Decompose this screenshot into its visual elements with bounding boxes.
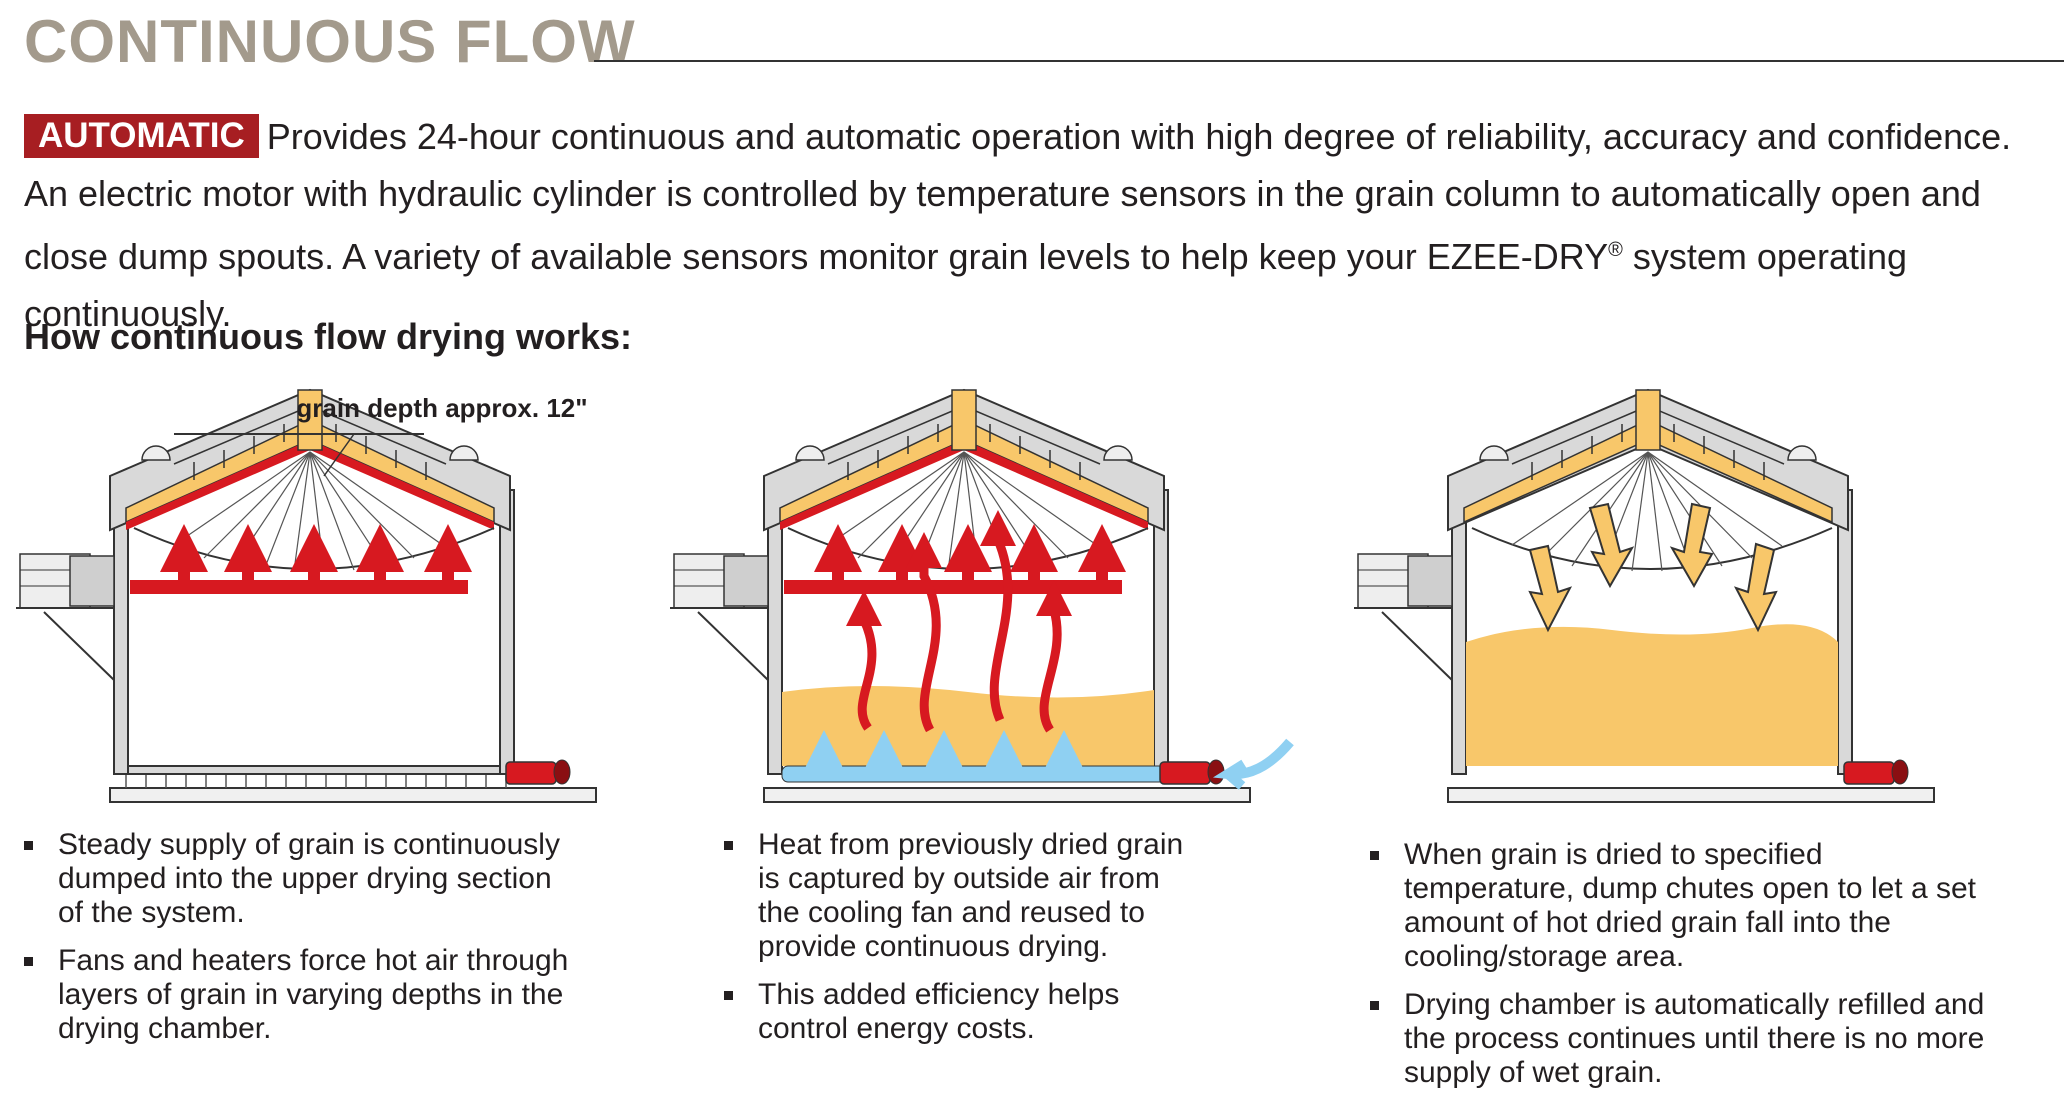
right-wall (1153, 489, 1169, 775)
bullet-icon (24, 957, 33, 966)
intro-line-3: close dump spouts. A variety of availabl… (24, 236, 1609, 277)
roof-vent-right (1787, 445, 1817, 461)
heater-fan (1354, 553, 1453, 681)
bullet-icon (24, 841, 33, 850)
bullet-item: Drying chamber is automatically refilled… (1370, 988, 1990, 1090)
rising-heat-arrows (846, 510, 1072, 733)
bullet-item: This added efficiency helps control ener… (724, 978, 1194, 1046)
automatic-badge: AUTOMATIC (24, 114, 259, 158)
intro-line-2: An electric motor with hydraulic cylinde… (24, 173, 1981, 214)
title-row: CONTINUOUS FLOW (24, 10, 2064, 74)
heater-fan (16, 553, 115, 681)
base-slab (763, 787, 1251, 803)
roof-vent-right (1103, 445, 1133, 461)
base-slab (109, 787, 597, 803)
grain-depth-annotation: grain depth approx. 12" (296, 393, 587, 423)
cool-air-up-arrows (804, 730, 1084, 772)
right-wall (1837, 489, 1853, 775)
center-spout (1635, 389, 1661, 451)
cool-air-plenum (781, 765, 1177, 783)
floor-grate (125, 774, 507, 788)
heater-fan (670, 553, 769, 681)
left-wall (113, 489, 129, 775)
roof-vent-left (1479, 445, 1509, 461)
annotation-leader (323, 433, 355, 477)
spreader-cone (1471, 527, 1833, 570)
center-spout (297, 389, 323, 451)
heat-up-arrows (814, 524, 1126, 584)
page-title: CONTINUOUS FLOW (24, 8, 636, 75)
stored-grain (782, 686, 1154, 766)
intro-line-3-end: system operating continuously. (24, 236, 1908, 334)
bullet-item: Steady supply of grain is continuously d… (24, 828, 584, 930)
bullet-icon (1370, 851, 1379, 860)
bullet-icon (724, 991, 733, 1000)
diagram-step-3 (1352, 380, 1952, 810)
floor (127, 765, 501, 775)
bin-diagram-1: grain depth approx. 12" (16, 388, 597, 803)
roof-vent-right (449, 445, 479, 461)
bullet-icon (724, 841, 733, 850)
diagram-step-2 (668, 380, 1308, 810)
cooling-fan (1843, 759, 1909, 785)
diagram-step-1: grain depth approx. 12" (14, 380, 604, 810)
incoming-air-arrow (1212, 738, 1294, 790)
step-1-bullets: Steady supply of grain is continuously d… (24, 828, 584, 1060)
falling-grain-arrows (1528, 502, 1778, 633)
bin-diagram-2 (670, 388, 1294, 803)
bullet-icon (1370, 1001, 1379, 1010)
cooling-fan (1159, 759, 1225, 785)
roof-ladder (1511, 405, 1785, 480)
base-slab (1447, 787, 1935, 803)
section-heading: How continuous flow drying works: (24, 316, 632, 357)
left-wall (1451, 489, 1467, 775)
cooled-grain-pile (1466, 624, 1838, 766)
roof-vent-left (795, 445, 825, 461)
roof-vent-left (141, 445, 171, 461)
right-wall (499, 489, 515, 775)
cooling-fan (505, 759, 571, 785)
intro-line-1: Provides 24-hour continuous and automati… (266, 116, 2012, 157)
bullet-item: When grain is dried to specified tempera… (1370, 838, 1990, 974)
registered-mark: ® (1608, 239, 1623, 261)
step-2-bullets: Heat from previously dried grain is capt… (724, 828, 1194, 1060)
step-3-bullets: When grain is dried to specified tempera… (1370, 838, 1990, 1104)
left-wall (767, 489, 783, 775)
roof-ladder (827, 405, 1101, 480)
center-spout (951, 389, 977, 451)
spreader-lines (1511, 451, 1783, 572)
title-rule (594, 60, 2064, 62)
bin-diagram-3 (1354, 388, 1935, 803)
bullet-item: Heat from previously dried grain is capt… (724, 828, 1194, 964)
bullet-item: Fans and heaters force hot air through l… (24, 944, 584, 1046)
heat-up-arrows (160, 524, 472, 584)
